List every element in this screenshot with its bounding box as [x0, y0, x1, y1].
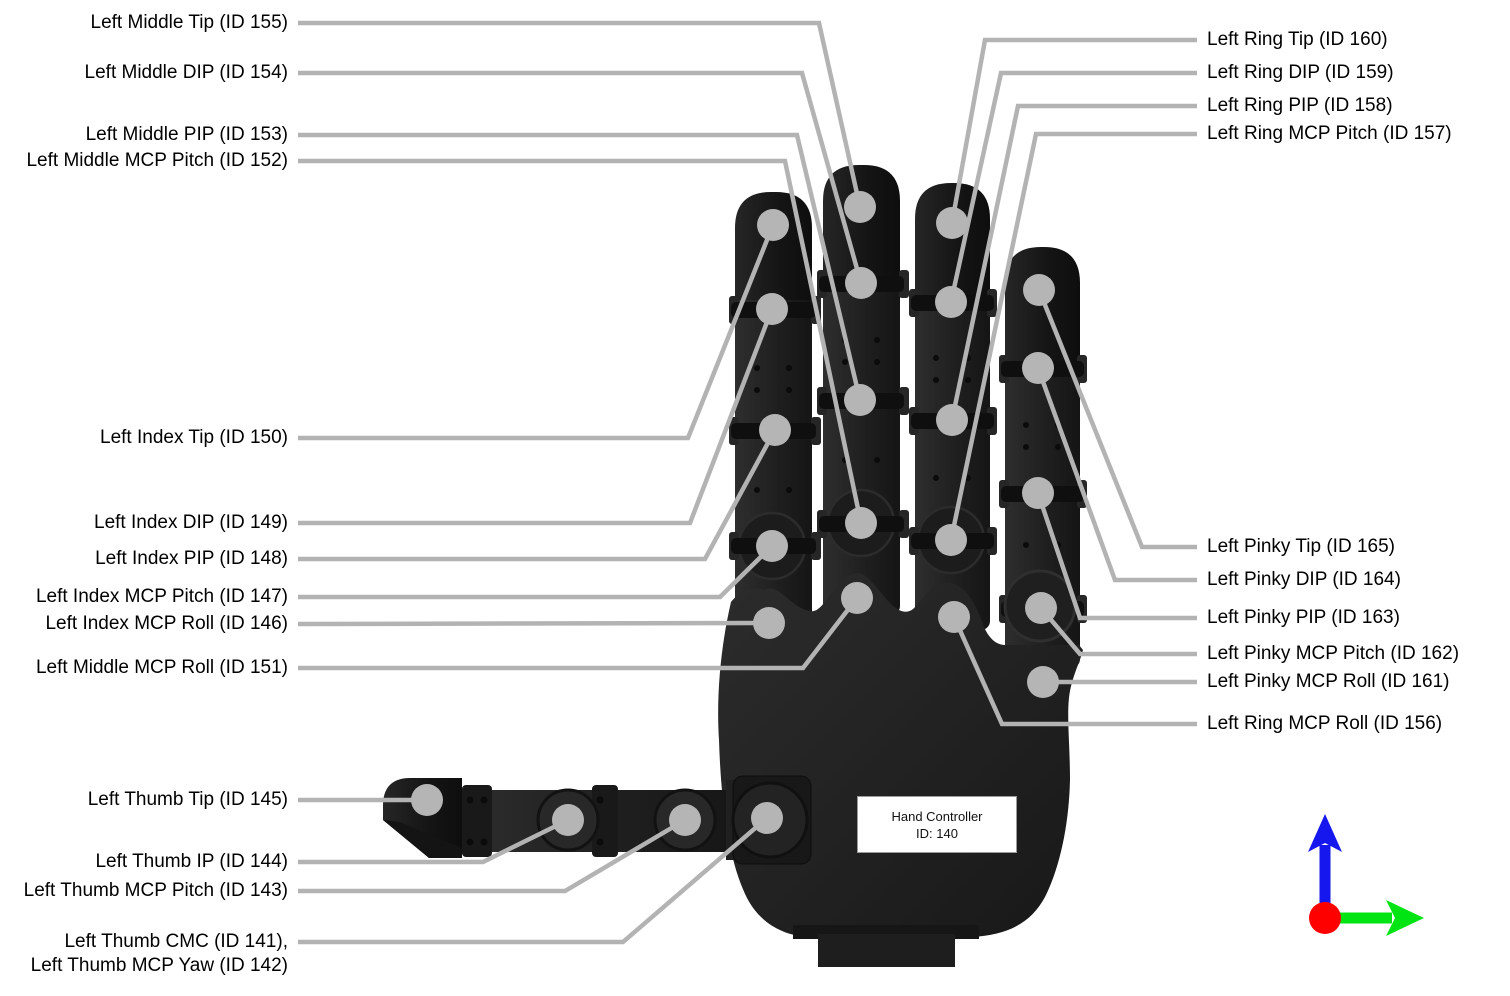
- joint-marker-left-ring-mcp-pitch: [935, 524, 967, 556]
- leader-left-ring-tip: [949, 37, 1197, 224]
- label-left-pinky-tip: Left Pinky Tip (ID 165): [1207, 536, 1395, 557]
- leader-left-thumb-cmc: [298, 816, 769, 945]
- leader-left-ring-mcp-roll: [951, 616, 1197, 727]
- coordinate-axes-icon: [1308, 814, 1424, 936]
- leader-lines: [297, 20, 1197, 945]
- hand-controller-label: Hand Controller ID: 140: [857, 796, 1017, 853]
- leader-left-middle-mcp-pitch: [298, 158, 864, 524]
- leader-left-pinky-mcp-pitch: [1039, 606, 1197, 657]
- leader-left-middle-dip: [298, 70, 864, 284]
- joint-marker-left-ring-pip: [936, 404, 968, 436]
- label-left-thumb-tip: Left Thumb Tip (ID 145): [87, 789, 288, 810]
- joint-marker-left-middle-mcp-roll: [841, 582, 873, 614]
- label-left-middle-mcp-pitch: Left Middle MCP Pitch (ID 152): [26, 150, 288, 171]
- label-left-thumb-mcp-yaw: Left Thumb MCP Yaw (ID 142): [30, 955, 288, 976]
- joint-markers: [411, 191, 1059, 836]
- axis-up-arrow-icon: [1308, 814, 1342, 911]
- label-left-pinky-dip: Left Pinky DIP (ID 164): [1207, 569, 1401, 590]
- label-left-thumb-mcp-pitch: Left Thumb MCP Pitch (ID 143): [23, 880, 288, 901]
- joint-marker-left-pinky-pip: [1022, 477, 1054, 509]
- thumb: [383, 775, 812, 865]
- hand-controller-id: ID: 140: [916, 825, 958, 841]
- joint-marker-left-index-mcp-pitch: [756, 530, 788, 562]
- joint-marker-left-ring-tip: [936, 207, 968, 239]
- leader-left-index-tip: [298, 224, 776, 441]
- leader-left-ring-pip: [949, 103, 1197, 421]
- wrist-connector: [793, 925, 979, 967]
- joint-marker-left-middle-mcp-pitch: [845, 507, 877, 539]
- joint-marker-left-thumb-ip: [552, 804, 584, 836]
- joint-marker-left-middle-tip: [844, 191, 876, 223]
- leader-left-middle-mcp-roll: [298, 596, 859, 671]
- joint-marker-left-ring-mcp-roll: [938, 601, 970, 633]
- joint-marker-left-pinky-tip: [1023, 274, 1055, 306]
- label-left-middle-pip: Left Middle PIP (ID 153): [85, 124, 288, 145]
- leader-left-thumb-ip: [298, 817, 569, 865]
- axis-origin-dot-icon: [1309, 902, 1341, 934]
- joint-marker-left-thumb-mcp-pitch: [669, 804, 701, 836]
- joint-marker-left-pinky-mcp-roll: [1027, 666, 1059, 698]
- joint-marker-left-thumb-cmc: [751, 802, 783, 834]
- label-left-index-mcp-roll: Left Index MCP Roll (ID 146): [45, 613, 288, 634]
- joint-marker-left-index-pip: [759, 414, 791, 446]
- label-left-ring-pip: Left Ring PIP (ID 158): [1207, 95, 1393, 116]
- joint-marker-left-thumb-tip: [411, 784, 443, 816]
- joint-marker-left-ring-dip: [935, 286, 967, 318]
- leader-left-middle-pip: [298, 132, 863, 401]
- label-left-index-mcp-pitch: Left Index MCP Pitch (ID 147): [35, 586, 288, 607]
- joint-marker-left-index-dip: [756, 293, 788, 325]
- label-left-index-dip: Left Index DIP (ID 149): [94, 512, 288, 533]
- label-left-pinky-mcp-pitch: Left Pinky MCP Pitch (ID 162): [1207, 643, 1460, 664]
- leader-left-pinky-dip: [1035, 367, 1197, 583]
- leader-left-ring-mcp-pitch: [948, 131, 1197, 541]
- label-left-ring-mcp-pitch: Left Ring MCP Pitch (ID 157): [1207, 123, 1452, 144]
- joint-marker-left-pinky-mcp-pitch: [1025, 592, 1057, 624]
- label-left-thumb-cmc: Left Thumb CMC (ID 141),: [64, 931, 288, 952]
- leader-left-index-pip: [298, 428, 777, 562]
- label-left-ring-mcp-roll: Left Ring MCP Roll (ID 156): [1207, 713, 1443, 734]
- label-left-pinky-pip: Left Pinky PIP (ID 163): [1207, 607, 1400, 628]
- label-left-ring-dip: Left Ring DIP (ID 159): [1207, 62, 1394, 83]
- label-left-pinky-mcp-roll: Left Pinky MCP Roll (ID 161): [1207, 671, 1450, 692]
- finger-ring: [909, 183, 997, 630]
- label-left-middle-tip: Left Middle Tip (ID 155): [90, 12, 288, 33]
- leader-left-pinky-pip: [1035, 492, 1197, 621]
- label-left-index-tip: Left Index Tip (ID 150): [100, 427, 288, 448]
- joint-marker-left-index-mcp-roll: [753, 607, 785, 639]
- joint-marker-left-middle-dip: [845, 267, 877, 299]
- leader-left-thumb-mcp-pitch: [298, 818, 687, 894]
- leader-left-index-mcp-roll: [297, 620, 770, 627]
- label-left-index-pip: Left Index PIP (ID 148): [95, 548, 288, 569]
- joint-marker-left-index-tip: [757, 209, 789, 241]
- joint-marker-left-pinky-dip: [1022, 352, 1054, 384]
- leader-left-pinky-tip: [1036, 289, 1197, 550]
- leader-left-index-dip: [298, 308, 775, 526]
- label-left-thumb-ip: Left Thumb IP (ID 144): [95, 851, 288, 872]
- hand-controller-title: Hand Controller: [891, 808, 983, 824]
- label-left-middle-mcp-roll: Left Middle MCP Roll (ID 151): [35, 657, 288, 678]
- leader-left-middle-tip: [298, 20, 863, 208]
- label-left-middle-dip: Left Middle DIP (ID 154): [84, 62, 288, 83]
- label-left-ring-tip: Left Ring Tip (ID 160): [1207, 29, 1388, 50]
- axis-right-arrow-icon: [1336, 900, 1424, 936]
- joint-marker-left-middle-pip: [844, 384, 876, 416]
- leader-left-index-mcp-pitch: [298, 544, 774, 600]
